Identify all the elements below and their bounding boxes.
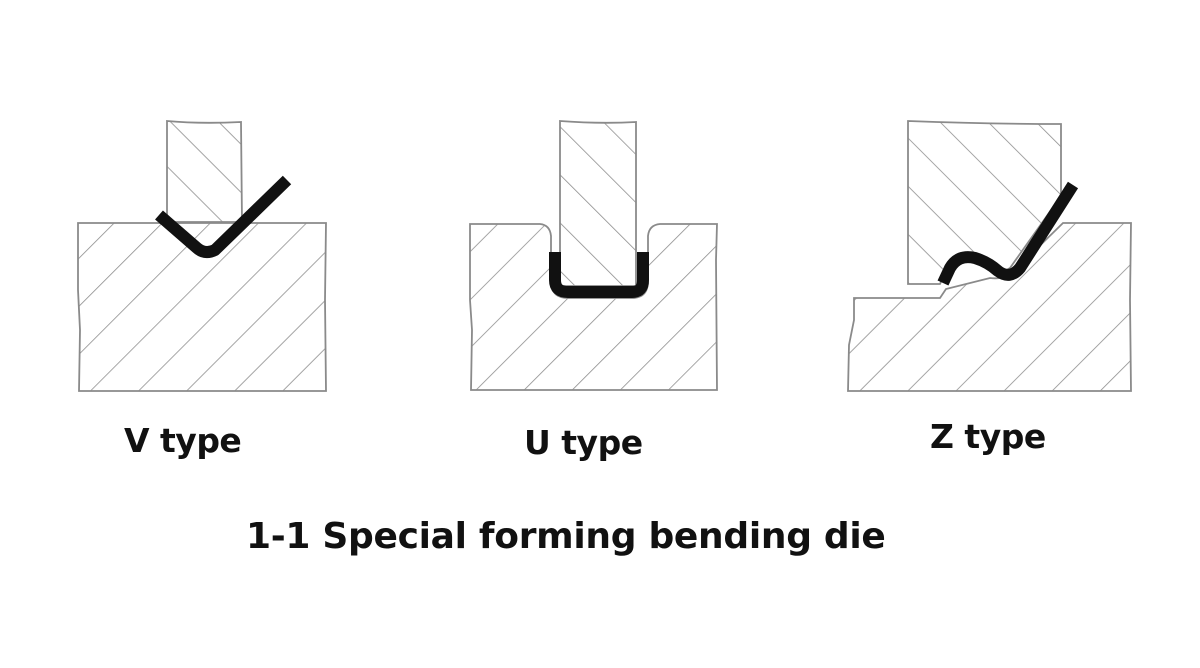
u-type-label: U type	[524, 423, 643, 462]
v-punch	[166, 120, 243, 223]
figure-caption: 1-1 Special forming bending die	[246, 516, 886, 557]
u-workpiece-strip	[549, 252, 649, 298]
z-type-die	[847, 120, 1132, 392]
u-punch	[559, 120, 637, 287]
v-lower-die	[77, 222, 327, 392]
v-type-die	[77, 120, 327, 392]
z-workpiece-strip	[937, 181, 1079, 286]
v-workpiece-strip	[155, 175, 292, 259]
z-type-label: Z type	[930, 417, 1046, 456]
v-type-label: V type	[124, 421, 242, 460]
u-type-die	[469, 120, 718, 391]
